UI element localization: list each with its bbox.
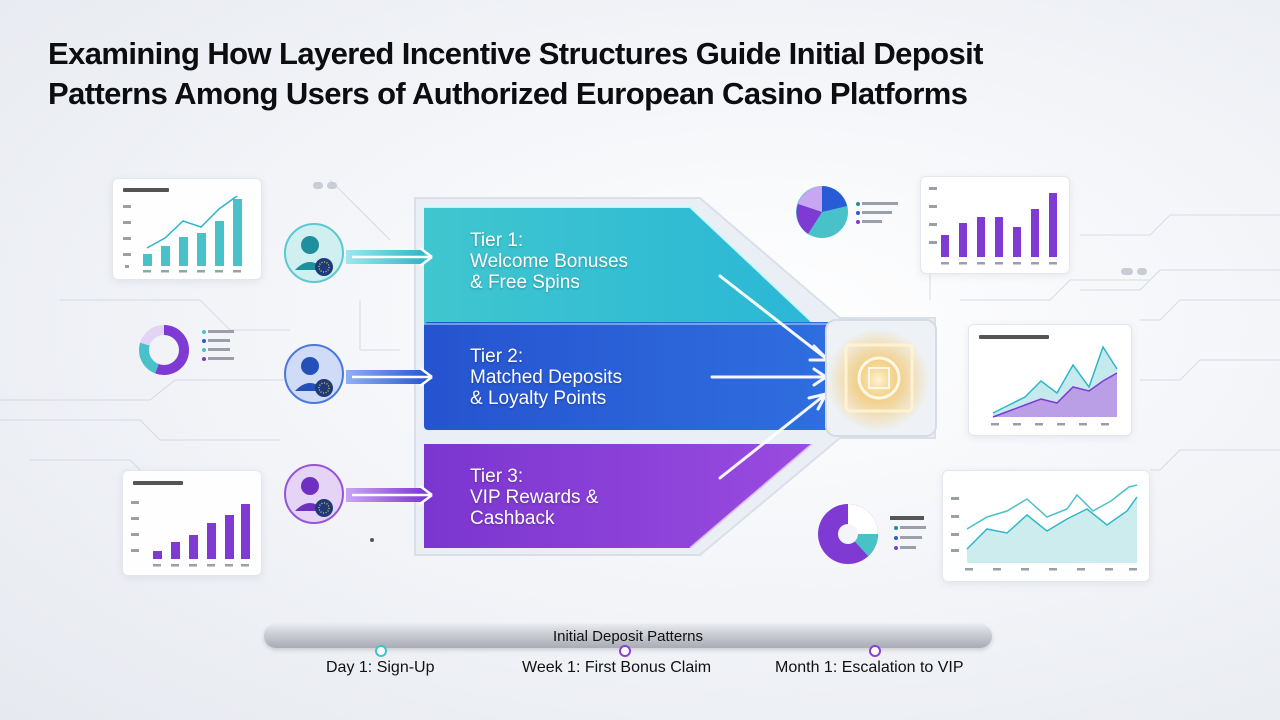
eu-stars-icon: [315, 258, 333, 276]
mini-donut-chart-left: [134, 322, 254, 387]
circuit-lines: [0, 179, 1280, 481]
user-icon: [301, 477, 319, 495]
timeline-bar: Initial Deposit Patterns: [264, 624, 992, 648]
tier-1-heading: Tier 1:: [470, 230, 524, 251]
user-icon: [301, 236, 319, 254]
user-1: [284, 223, 344, 283]
tier-3-heading: Tier 3:: [470, 466, 524, 487]
title-line-2: Patterns Among Users of Authorized Europ…: [48, 76, 968, 111]
eu-stars-icon: [315, 499, 333, 517]
mini-bar-chart-card-3: [920, 176, 1070, 274]
mini-area-chart-card-1: [968, 324, 1132, 436]
tier-2-heading: Tier 2:: [470, 346, 524, 367]
vault-hub: [825, 319, 937, 437]
user-2: [284, 344, 344, 404]
tier-3-line: Cashback: [470, 508, 555, 529]
user-3: [284, 464, 344, 524]
timeline-dot-3: [869, 645, 881, 657]
vault-icon: [844, 343, 914, 413]
tier-1-line: & Free Spins: [470, 272, 580, 293]
tier-3-label: Tier 3: VIP Rewards & Cashback: [470, 466, 598, 529]
timeline-milestone-1: Day 1: Sign-Up: [326, 659, 435, 676]
decor-pills: [313, 182, 1147, 542]
tier-2-line: Matched Deposits: [470, 367, 623, 388]
timeline-title: Initial Deposit Patterns: [552, 628, 704, 645]
mini-pie-chart-top: [794, 184, 914, 249]
title-line-1: Examining How Layered Incentive Structur…: [48, 36, 983, 71]
tier-1-line: Welcome Bonuses: [470, 251, 629, 272]
tier-2-band: [424, 322, 840, 430]
mini-area-chart-card-2: [942, 470, 1150, 582]
glow-arrows: [710, 274, 830, 480]
eu-stars-icon: [315, 379, 333, 397]
mini-donut-chart-right: [812, 496, 942, 581]
tier-2-label: Tier 2: Matched Deposits & Loyalty Point…: [470, 346, 622, 409]
tier-3-line: VIP Rewards &: [470, 487, 599, 508]
feeder-arrows: [346, 247, 433, 505]
mini-bar-chart-card-1: [112, 178, 262, 280]
tier-1-band: [424, 207, 812, 338]
tier-1-edge: [424, 206, 813, 323]
mini-bar-chart-card-2: [122, 470, 262, 576]
timeline-dot-1: [375, 645, 387, 657]
tier-1-label: Tier 1: Welcome Bonuses & Free Spins: [470, 230, 628, 293]
timeline-dot-2: [619, 645, 631, 657]
tier-2-line: & Loyalty Points: [470, 388, 607, 409]
timeline-milestone-2: Week 1: First Bonus Claim: [522, 659, 712, 676]
user-icon: [301, 357, 319, 375]
timeline-milestone-3: Month 1: Escalation to VIP: [775, 659, 964, 676]
page-title: Examining How Layered Incentive Structur…: [48, 34, 1228, 114]
